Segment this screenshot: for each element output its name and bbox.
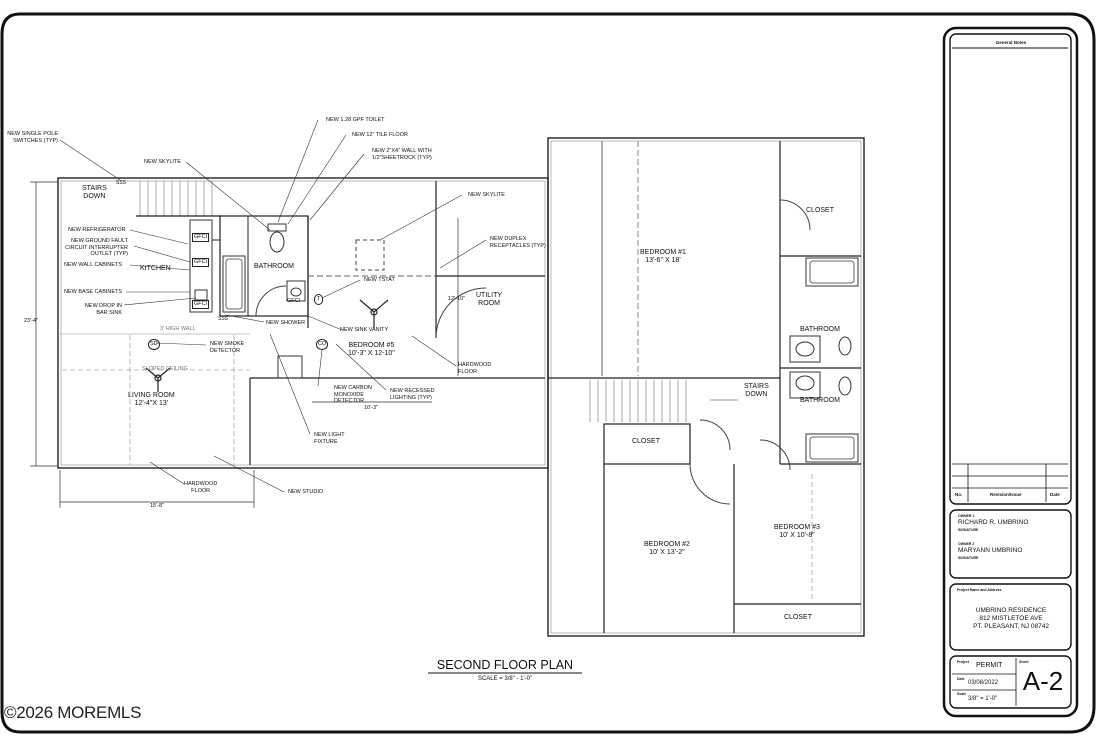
callout-skylite-right: NEW SKYLITE xyxy=(468,192,505,198)
room-bedroom2: BEDROOM #2 10' X 13'-2" xyxy=(644,541,690,556)
left-unit xyxy=(30,119,549,508)
callout-tile: NEW 12" TILE FLOOR xyxy=(352,132,408,138)
scale-label: Scale xyxy=(957,692,967,696)
room-bedroom3: BEDROOM #3 10' X 10'-8" xyxy=(774,524,820,539)
callout-studio: NEW STUDIO xyxy=(288,489,324,495)
callout-sink-vanity: NEW SINK VANITY xyxy=(340,327,389,333)
room-bathroom-r1: BATHROOM xyxy=(800,326,840,333)
room-stairs-left: STAIRS DOWN xyxy=(82,185,107,200)
callout-sloped: SLOPED CEILING xyxy=(142,366,188,372)
revision-date-header: Date xyxy=(1050,492,1060,497)
left-stairs xyxy=(136,181,222,217)
dim-bedroom5-width: 10'-3" xyxy=(364,405,379,411)
co-detector-symbol: CO xyxy=(316,339,329,350)
callout-recessed: NEW RECESSED LIGHTING (TYP) xyxy=(390,388,435,401)
room-stairs-right: STAIRS DOWN xyxy=(744,383,769,398)
callout-wall-cabinets: NEW WALL CABINETS xyxy=(64,262,122,268)
room-bathroom-r2: BATHROOM xyxy=(800,397,840,404)
title-block xyxy=(942,26,1079,718)
title-block-scale: 3/8" = 1'-0" xyxy=(968,696,998,702)
gfci-symbol: GFCI xyxy=(192,300,210,309)
right-unit xyxy=(547,137,865,637)
leader-lines xyxy=(59,119,487,493)
project-field-label: Project xyxy=(957,660,969,664)
callout-switches: NEW SINGLE POLE SWITCHES (TYP) xyxy=(7,131,58,144)
callout-smoke: NEW SMOKE DETECTOR xyxy=(210,341,245,354)
project-label: Project Name and Address xyxy=(957,588,1002,592)
sheet-number: A-2 xyxy=(1022,666,1064,696)
plan-scale: SCALE = 3/8" - 1'-0" xyxy=(477,676,533,682)
room-living: LIVING ROOM 12'-4"X 13' xyxy=(128,392,175,407)
room-utility: UTILITY ROOM xyxy=(476,292,503,307)
general-notes-heading: General Notes xyxy=(995,40,1027,45)
callout-hardwood-left: HARDWOOD FLOOR xyxy=(184,481,218,494)
callout-light-fixture: NEW LIGHT FIXTURE xyxy=(314,432,345,445)
dim-overall-width: 15'-8" xyxy=(150,503,165,509)
gfci-symbol: GFCI xyxy=(192,258,210,267)
callout-toilet: NEW 1.28 GPF TOILET xyxy=(326,117,385,123)
project-line1: UMBRINO RESIDENCE xyxy=(975,607,1047,614)
room-closet-mid: CLOSET xyxy=(632,438,661,445)
revision-issue-header: Revision/Issue xyxy=(990,492,1022,497)
callout-base-cabinets: NEW BASE CABINETS xyxy=(64,289,123,295)
dim-bedroom5-height: 12'-10" xyxy=(448,296,466,302)
signature-label: SIGNATURE xyxy=(958,556,979,560)
callout-hardwood-right: HARDWOOD FLOOR xyxy=(458,362,492,375)
date-label: Date xyxy=(957,677,965,681)
callout-duplex: NEW DUPLEX RECEPTACLES (TYP) xyxy=(490,236,546,249)
callout-gfci-outlet: NEW GROUND FAULT CIRCUIT INTERRUPTER OUT… xyxy=(65,238,128,257)
project-status: PERMIT xyxy=(976,662,1003,669)
callout-wall: NEW 2"X4" WALL WITH 1/2"SHEETROCK (TYP) xyxy=(372,148,432,161)
owner2-name: MARYANN UMBRINO xyxy=(958,547,1023,554)
callout-tstat: NEW TSTAT xyxy=(364,277,395,283)
dimension-lines xyxy=(30,181,459,508)
tstat-symbol: T xyxy=(314,294,324,305)
project-line3: PT. PLEASANT, NJ 08742 xyxy=(973,623,1049,630)
callout-shower: NEW SHOWER xyxy=(266,320,306,326)
callout-co: NEW CARBON MONOXIDE DETECTOR xyxy=(334,385,372,404)
sheet-label: Sheet xyxy=(1019,660,1029,664)
dim-overall-height: 23'-4" xyxy=(24,318,39,324)
fan-living xyxy=(145,367,171,392)
callout-half-wall: 3' HIGH WALL xyxy=(160,326,196,332)
gfci-symbol: GFCI xyxy=(192,233,210,242)
owner1-label: OWNER 1 xyxy=(958,514,975,518)
callout-bar-sink: NEW DROP IN BAR SINK xyxy=(84,303,122,316)
switch-symbol: SSS xyxy=(116,180,127,186)
fan-bedroom5 xyxy=(359,299,389,328)
room-closet-r1: CLOSET xyxy=(806,207,835,214)
project-line2: 812 MISTLETOE AVE xyxy=(979,615,1043,622)
switch-symbol: SSS xyxy=(218,316,229,322)
right-stairs xyxy=(589,380,738,422)
gfci-symbol: GFCI xyxy=(287,298,301,304)
issue-date: 03/08/2022 xyxy=(968,680,999,686)
room-kitchen: KITCHEN xyxy=(140,265,171,272)
room-bathroom-left: BATHROOM xyxy=(254,263,294,270)
owner2-label: OWNER 2 xyxy=(958,542,975,546)
watermark: ©2026 MOREMLS xyxy=(4,703,142,722)
revision-no-header: No. xyxy=(955,492,963,497)
callout-skylite-left: NEW SKYLITE xyxy=(144,159,181,165)
owner1-name: RICHARD R. UMBRINO xyxy=(958,519,1029,526)
signature-label: SIGNATURE xyxy=(958,528,979,532)
callout-refrigerator: NEW REFRIGERATOR xyxy=(68,227,126,233)
smoke-detector-symbol: SD xyxy=(148,339,160,350)
room-bedroom5: BEDROOM #5 10'-3" X 12-10" xyxy=(348,342,395,357)
room-closet-bottom: CLOSET xyxy=(784,614,813,621)
plan-title: SECOND FLOOR PLAN xyxy=(436,658,574,672)
room-bedroom1: BEDROOM #1 13'-6" X 18' xyxy=(640,249,686,264)
sheet-border xyxy=(0,12,1096,734)
